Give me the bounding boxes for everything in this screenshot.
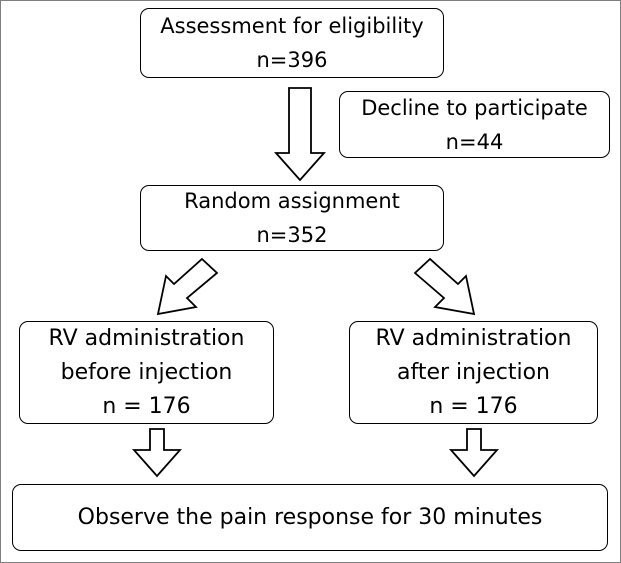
arrow-assessment-to-random: [273, 87, 327, 182]
decline-label: Decline to participate: [361, 95, 588, 120]
after-line1: RV administration: [375, 325, 572, 351]
decline-box: Decline to participate n=44: [339, 91, 610, 158]
arrow-after-to-observe: [449, 428, 499, 478]
after-line2: after injection: [397, 359, 550, 385]
after-count: n = 176: [429, 393, 518, 419]
before-injection-box: RV administration before injection n = 1…: [19, 321, 274, 424]
random-assignment-box: Random assignment n=352: [140, 185, 444, 251]
decline-count: n=44: [445, 129, 504, 154]
random-label: Random assignment: [184, 189, 400, 213]
assessment-count: n=396: [256, 48, 328, 72]
arrow-before-to-observe: [132, 428, 182, 478]
arrow-random-to-after: [413, 257, 476, 316]
before-count: n = 176: [102, 393, 191, 419]
after-injection-box: RV administration after injection n = 17…: [349, 321, 598, 424]
before-line1: RV administration: [48, 325, 245, 351]
random-count: n=352: [256, 223, 328, 247]
observe-label: Observe the pain response for 30 minutes: [77, 504, 543, 530]
before-line2: before injection: [60, 359, 233, 385]
arrow-random-to-before: [156, 257, 219, 316]
observe-box: Observe the pain response for 30 minutes: [12, 484, 608, 551]
assessment-label: Assessment for eligibility: [160, 14, 424, 38]
assessment-box: Assessment for eligibility n=396: [140, 8, 444, 78]
